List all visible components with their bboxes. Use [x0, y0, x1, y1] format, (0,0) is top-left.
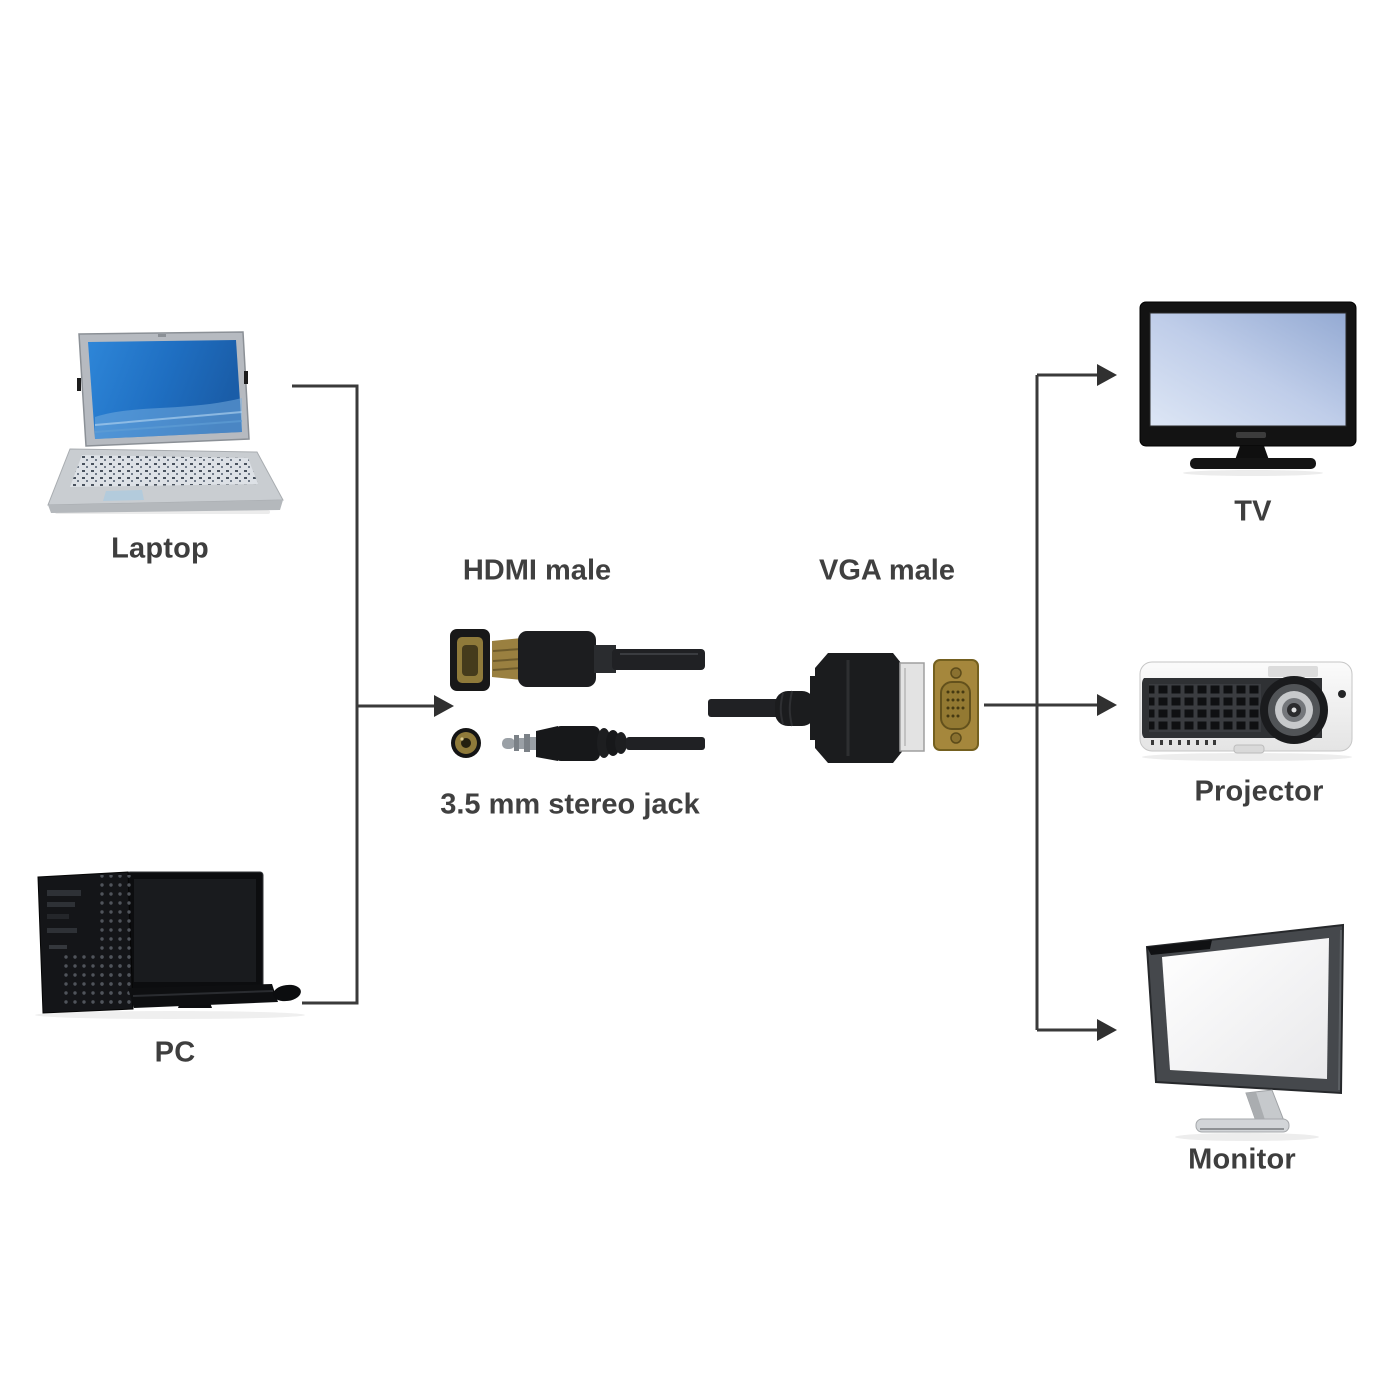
- laptop-label: Laptop: [111, 532, 209, 565]
- hdmi-plug-icon: [492, 631, 705, 687]
- audio-jack-plug-icon: [502, 726, 705, 761]
- projector-icon: [1139, 661, 1353, 761]
- stereo-jack-label: 3.5 mm stereo jack: [440, 788, 700, 821]
- monitor-icon: [1145, 923, 1345, 1141]
- hdmi-male-label: HDMI male: [462, 554, 612, 587]
- arrow-right-icon: [1097, 1019, 1117, 1041]
- laptop-icon: [47, 331, 284, 514]
- vga-male-label: VGA male: [819, 554, 955, 587]
- vga-port-icon: [933, 659, 979, 751]
- audio-jack-port-icon: [451, 728, 481, 758]
- monitor-label: Monitor: [1188, 1143, 1296, 1176]
- right-connector-lines: [984, 373, 1098, 1032]
- left-connector-lines: [292, 384, 436, 1005]
- source-bracket-line: [292, 384, 359, 1005]
- tv-icon: [1139, 301, 1357, 476]
- arrow-right-icon: [1097, 364, 1117, 386]
- tv-label: TV: [1234, 495, 1272, 528]
- arrow-right-icon: [1097, 694, 1117, 716]
- arrow-right-icon: [434, 695, 454, 717]
- pc-label: PC: [154, 1036, 196, 1069]
- hdmi-port-icon: [450, 629, 490, 691]
- pc-icon: [35, 871, 305, 1019]
- projector-label: Projector: [1194, 775, 1324, 808]
- vga-plug-icon: [708, 653, 925, 763]
